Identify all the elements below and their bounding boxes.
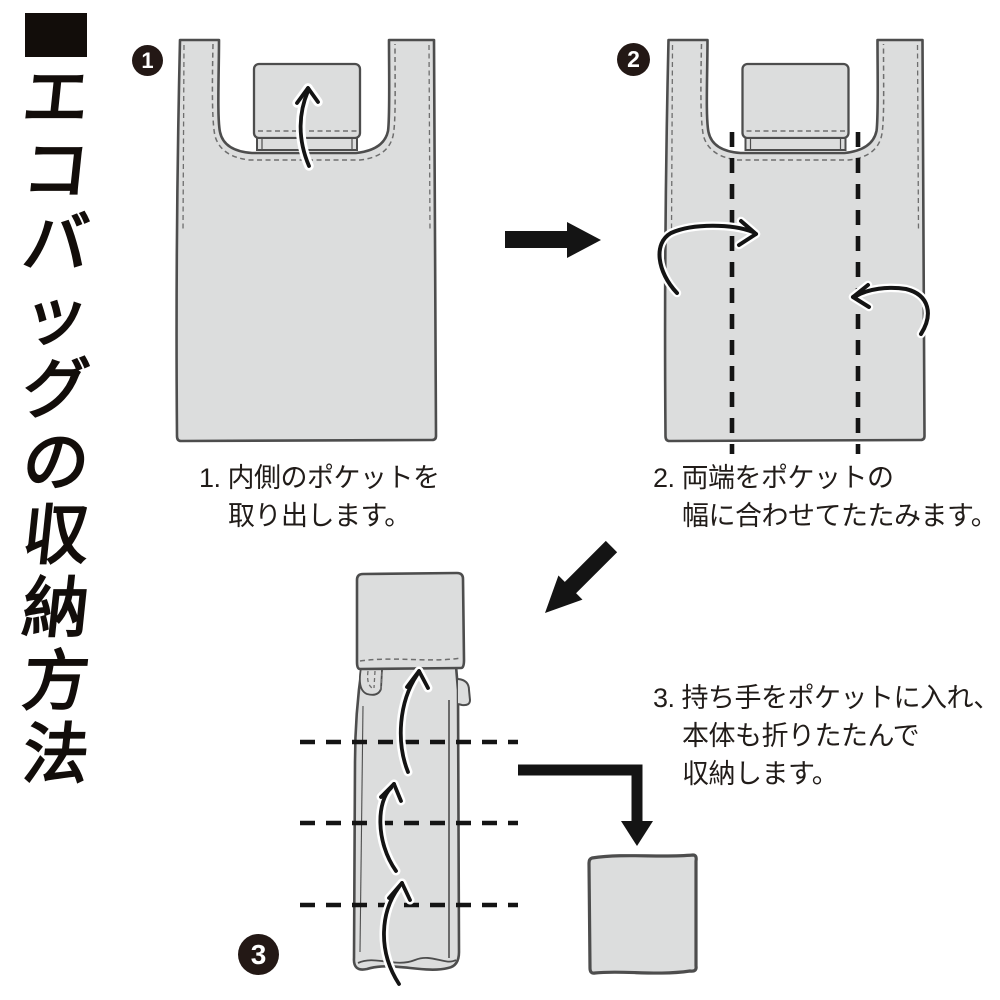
step2-caption-line2: 幅に合わせてたたみます。 <box>682 501 998 531</box>
step3-caption: 3. 持ち手をポケットに入れ、 本体も折りたたんで 収納します。 <box>653 679 1000 793</box>
step1-number-badge: 1 <box>132 45 163 76</box>
page-title: エコバッグの収納方法 <box>19 60 93 791</box>
step1-caption: 1. 内側のポケットを 取り出します。 <box>199 459 440 535</box>
fold-in-left-arrow-icon <box>848 280 933 339</box>
store-elbow-arrow-icon <box>518 764 653 846</box>
step1-caption-line2: 取り出します。 <box>228 501 411 531</box>
step1-number: 1 <box>141 47 154 73</box>
folded-bag-result <box>587 853 698 975</box>
step3-number: 3 <box>250 938 267 970</box>
step3-caption-line3: 収納します。 <box>682 759 839 789</box>
transition-right-arrow-icon <box>505 222 601 258</box>
step2-caption: 2. 両端をポケットの 幅に合わせてたたみます。 <box>653 459 998 535</box>
roll-up-arrow-icon <box>375 779 406 876</box>
step2-number-badge: 2 <box>617 43 650 76</box>
step1-caption-line1: 1. 内側のポケットを <box>199 463 440 493</box>
bag-illustration-step2 <box>655 38 933 454</box>
step3-caption-line1: 3. 持ち手をポケットに入れ、 <box>653 683 1000 713</box>
right-tab <box>457 678 472 707</box>
pull-out-up-arrow-icon <box>292 83 323 171</box>
bag-illustration-step1 <box>175 38 438 443</box>
turned-out-pocket <box>355 571 466 671</box>
step3-caption-line2: 本体も折りたたんで <box>682 721 920 751</box>
step2-number: 2 <box>627 46 640 72</box>
handle-loop <box>358 667 383 696</box>
step2-caption-line1: 2. 両端をポケットの <box>653 463 894 493</box>
bag-illustration-step3 <box>300 571 518 989</box>
transition-diagonal-arrow-icon <box>545 540 618 613</box>
roll-up-arrow-icon <box>396 666 433 777</box>
step3-number-badge: 3 <box>238 934 279 975</box>
title-square-icon <box>25 13 87 57</box>
fold-in-right-arrow-icon <box>655 216 761 298</box>
roll-up-arrow-icon <box>379 878 415 989</box>
